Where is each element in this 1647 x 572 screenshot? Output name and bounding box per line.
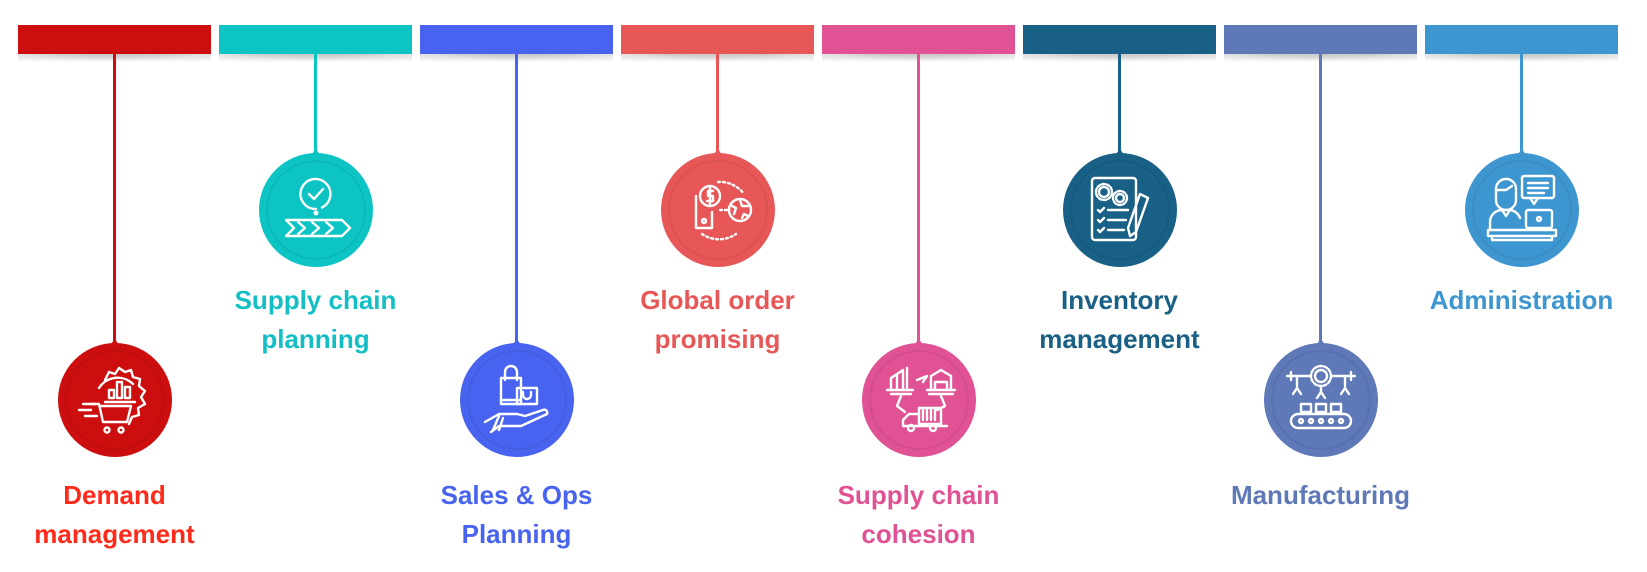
icon-badge xyxy=(661,153,775,267)
checkmark-progress-arrows-icon xyxy=(284,177,352,238)
icon-badge xyxy=(1465,153,1579,267)
shopping-bags-hand-icon xyxy=(483,364,549,434)
process-label-line-1: Supply chain xyxy=(837,480,1000,510)
process-item-7: Manufacturing xyxy=(1224,0,1417,572)
pin-neck xyxy=(1111,146,1128,156)
connector-line xyxy=(515,54,518,344)
process-label-line-2: promising xyxy=(654,324,781,354)
process-label-line-2: management xyxy=(34,519,195,549)
process-label-line-2: management xyxy=(1039,324,1200,354)
process-item-8: Administration xyxy=(1425,0,1618,572)
shopping-cart-gear-chart-icon xyxy=(77,366,147,434)
pin-neck xyxy=(709,146,726,156)
header-bar xyxy=(621,25,814,54)
header-bar xyxy=(1224,25,1417,54)
connector-line xyxy=(113,54,116,344)
process-label-line-1: Supply chain xyxy=(234,285,397,315)
icon-badge xyxy=(1264,343,1378,457)
pin-neck xyxy=(1513,146,1530,156)
connector-line xyxy=(716,54,719,154)
conveyor-robot-arms-icon xyxy=(1285,364,1357,430)
process-label: Manufacturing xyxy=(1204,476,1437,515)
process-item-4: Global order promising xyxy=(621,0,814,572)
process-item-2: Supply chain planning xyxy=(219,0,412,572)
person-laptop-chat-icon xyxy=(1486,174,1558,242)
process-label-line-1: Inventory xyxy=(1060,285,1179,315)
header-bar xyxy=(219,25,412,54)
process-label: Demand management xyxy=(0,476,231,554)
connector-line xyxy=(1118,54,1121,154)
process-item-6: Inventory management xyxy=(1023,0,1216,572)
pin-neck xyxy=(106,336,123,346)
process-label: Administration xyxy=(1405,281,1638,320)
checklist-gears-pencil-icon xyxy=(1090,176,1150,242)
icon-badge xyxy=(1063,153,1177,267)
icon-badge xyxy=(259,153,373,267)
process-label-line-1: Demand xyxy=(63,480,166,510)
header-bar xyxy=(1023,25,1216,54)
header-bar xyxy=(18,25,211,54)
process-label-line-1: Global order xyxy=(640,285,795,315)
header-bar xyxy=(822,25,1015,54)
connector-line xyxy=(1319,54,1322,344)
factory-warehouse-truck-cycle-icon xyxy=(885,366,957,433)
process-label: Global order promising xyxy=(601,281,834,359)
icon-badge xyxy=(460,343,574,457)
process-item-3: Sales & Ops Planning xyxy=(420,0,613,572)
pin-neck xyxy=(910,336,927,346)
process-label-line-2: Planning xyxy=(461,519,572,549)
header-bar xyxy=(1425,25,1618,54)
process-item-1: Demand management xyxy=(18,0,211,572)
process-item-5: Supply chain cohesion xyxy=(822,0,1015,572)
process-label-line-1: Sales & Ops xyxy=(440,480,593,510)
process-label: Sales & Ops Planning xyxy=(400,476,633,554)
pin-neck xyxy=(508,336,525,346)
process-label: Supply chain planning xyxy=(199,281,432,359)
pin-neck xyxy=(307,146,324,156)
icon-badge xyxy=(862,343,976,457)
connector-line xyxy=(314,54,317,154)
connector-line xyxy=(917,54,920,344)
process-label: Supply chain cohesion xyxy=(802,476,1035,554)
process-label-line-2: cohesion xyxy=(861,519,976,549)
process-label: Inventory management xyxy=(1003,281,1236,359)
process-label-line-1: Administration xyxy=(1429,285,1614,315)
process-label-line-2: planning xyxy=(261,324,370,354)
process-label-line-1: Manufacturing xyxy=(1230,480,1411,510)
pin-neck xyxy=(1312,336,1329,346)
payment-globe-icon xyxy=(694,180,753,241)
header-bar xyxy=(420,25,613,54)
icon-badge xyxy=(58,343,172,457)
connector-line xyxy=(1520,54,1523,154)
